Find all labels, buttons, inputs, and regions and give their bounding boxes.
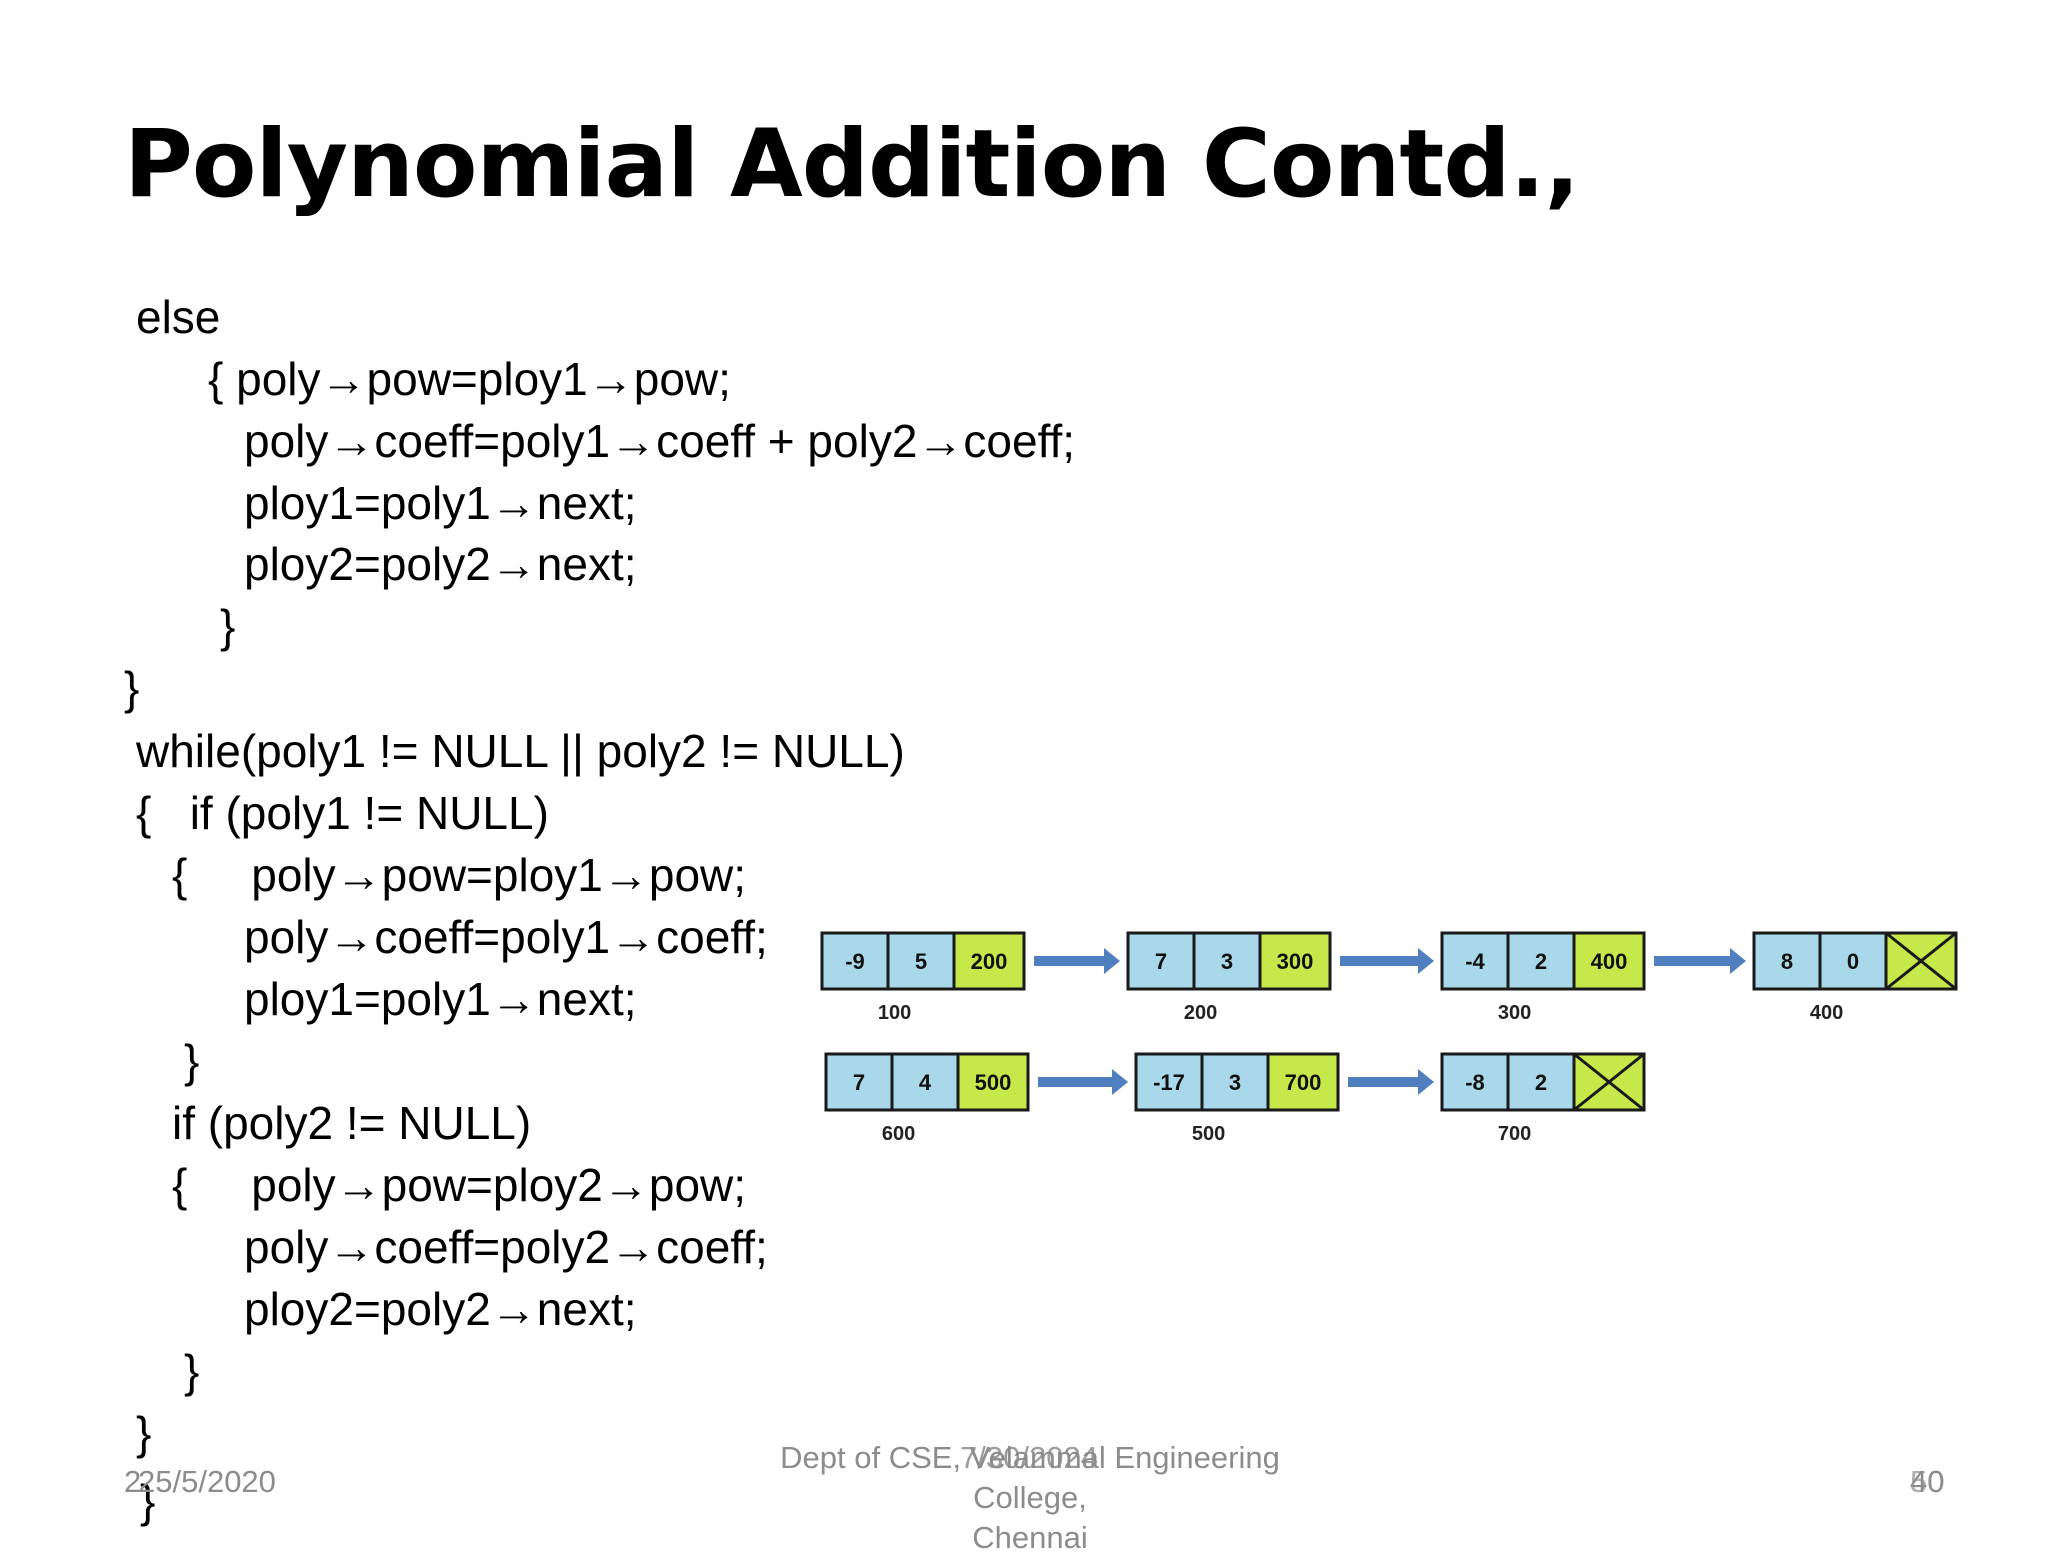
next-label: 700: [1285, 1070, 1322, 1095]
footer-date-overlay: 2: [124, 1464, 142, 1499]
code-line: }: [184, 1345, 200, 1397]
code-line: else: [136, 291, 221, 343]
code-line: }: [184, 1035, 200, 1087]
arrow-head: [1104, 948, 1120, 974]
list-node: -4 2 400 300: [1440, 931, 1646, 1024]
code-line: { if (poly1 != NULL): [136, 787, 549, 839]
code-line: ploy2=poly2→next;: [244, 1283, 637, 1335]
code-line: { poly→pow=ploy2→pow;: [172, 1159, 747, 1211]
list-node: 7 4 500 600: [824, 1052, 1030, 1145]
coeff-cell: [824, 1052, 894, 1112]
arrow-head: [1418, 948, 1434, 974]
arrow-shaft: [1038, 1077, 1114, 1087]
page-number-overlay: 50: [1910, 1464, 1945, 1499]
coeff-label: 7: [1155, 949, 1167, 974]
address-label: 700: [1498, 1123, 1531, 1145]
footer-institution-line1: Dept of CSE, Velammal Engineering Colleg…: [780, 1440, 1280, 1515]
code-line: while(poly1 != NULL || poly2 != NULL): [136, 725, 905, 777]
next-cell: [1572, 931, 1646, 991]
arrow-shaft: [1348, 1077, 1420, 1087]
code-line: ploy1=poly1→next;: [244, 477, 637, 529]
pow-label: 5: [915, 949, 927, 974]
pow-cell: [1200, 1052, 1270, 1112]
list-node: -9 5 200 100: [820, 931, 1026, 1024]
pow-cell: [1192, 931, 1262, 991]
list-node: -17 3 700 500: [1134, 1052, 1340, 1145]
link-arrow: [1348, 1069, 1434, 1095]
arrow-shaft: [1654, 956, 1732, 966]
address-label: 600: [882, 1123, 915, 1145]
link-arrow: [1340, 948, 1434, 974]
arrow-head: [1418, 1069, 1434, 1095]
coeff-cell: [1134, 1052, 1204, 1112]
address-label: 400: [1810, 1002, 1843, 1024]
arrow-shaft: [1034, 956, 1106, 966]
list-node: 8 0 400: [1752, 931, 1958, 1024]
code-line: { poly→pow=ploy1→pow;: [172, 849, 747, 901]
null-cross-line: [1573, 1052, 1645, 1112]
list-node: 7 3 300 200: [1126, 931, 1332, 1024]
pow-label: 3: [1229, 1070, 1241, 1095]
pow-label: 4: [919, 1070, 932, 1095]
pow-label: 2: [1535, 949, 1547, 974]
link-arrow: [1654, 948, 1746, 974]
code-line: poly→coeff=poly2→coeff;: [244, 1221, 768, 1273]
coeff-label: 8: [1781, 949, 1793, 974]
coeff-label: -8: [1465, 1070, 1485, 1095]
pow-cell: [1818, 931, 1888, 991]
code-line: { poly→pow=ploy1→pow;: [208, 353, 731, 405]
coeff-label: 7: [853, 1070, 865, 1095]
code-line: if (poly2 != NULL): [172, 1097, 532, 1149]
arrow-head: [1730, 948, 1746, 974]
coeff-label: -9: [845, 949, 865, 974]
next-cell: [1258, 931, 1332, 991]
next-label: 400: [1591, 949, 1628, 974]
code-line: ploy1=poly1→next;: [244, 973, 637, 1025]
coeff-cell: [1126, 931, 1196, 991]
pow-cell: [886, 931, 956, 991]
arrow-shaft: [1340, 956, 1420, 966]
address-label: 300: [1498, 1002, 1531, 1024]
code-line: }: [220, 600, 236, 652]
next-label: 500: [975, 1070, 1012, 1095]
code-line: ploy2=poly2→next;: [244, 538, 637, 590]
pow-label: 0: [1847, 949, 1859, 974]
null-cross-line: [1885, 931, 1957, 991]
footer-date-overlay-center: 7/30/2024: [960, 1440, 1098, 1475]
address-label: 500: [1192, 1123, 1225, 1145]
coeff-label: -4: [1465, 949, 1485, 974]
next-cell: [952, 931, 1026, 991]
coeff-label: -17: [1153, 1070, 1185, 1095]
pow-label: 3: [1221, 949, 1233, 974]
next-label: 300: [1277, 949, 1314, 974]
code-line: poly→coeff=poly1→coeff + poly2→coeff;: [244, 415, 1076, 467]
next-cell: [956, 1052, 1030, 1112]
address-label: 200: [1184, 1002, 1217, 1024]
code-line: }: [124, 662, 140, 714]
arrow-head: [1112, 1069, 1128, 1095]
pow-cell: [1506, 931, 1576, 991]
next-label: 200: [971, 949, 1008, 974]
code-line: poly→coeff=poly1→coeff;: [244, 911, 768, 963]
footer-date: 25/5/2020: [138, 1464, 276, 1499]
slide-title: Polynomial Addition Contd.,: [124, 110, 1580, 219]
link-arrow: [1034, 948, 1120, 974]
code-line: }: [140, 1475, 156, 1527]
pow-label: 2: [1535, 1070, 1547, 1095]
address-label: 100: [878, 1002, 911, 1024]
next-cell: [1266, 1052, 1340, 1112]
footer-institution-line2: Chennai: [972, 1520, 1088, 1555]
list-node: -8 2 700: [1440, 1052, 1646, 1145]
code-line: }: [136, 1407, 152, 1459]
link-arrow: [1038, 1069, 1128, 1095]
page-number: 40: [1910, 1464, 1945, 1499]
